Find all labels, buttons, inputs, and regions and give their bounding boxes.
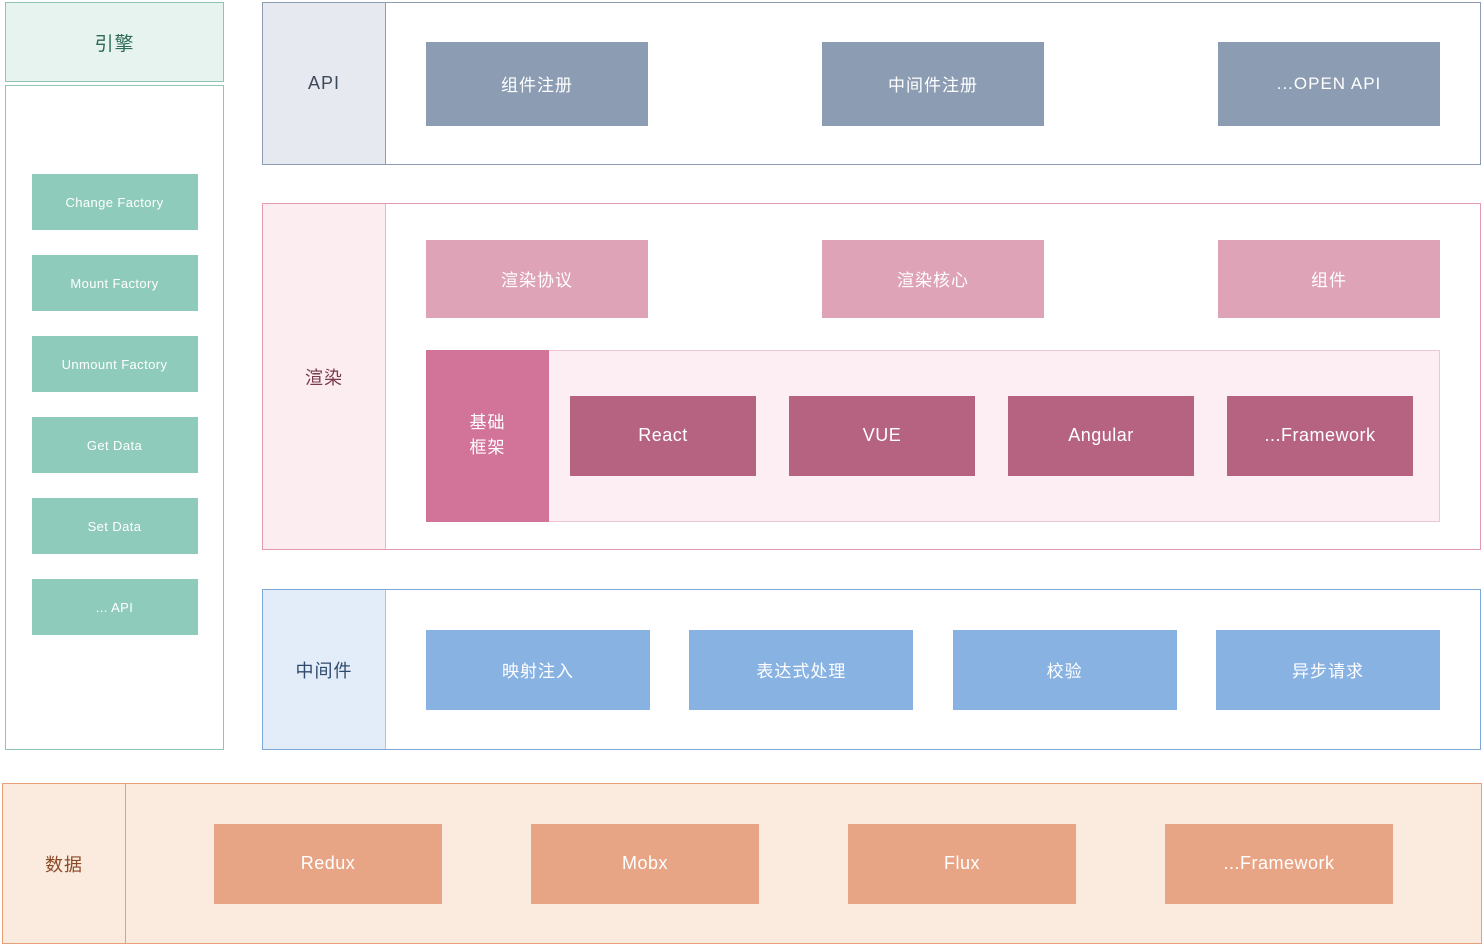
engine-item-label: Set Data xyxy=(87,518,142,534)
render-box-render-core[interactable]: 渲染核心 xyxy=(822,239,1044,318)
render-layer-content: 渲染协议 渲染核心 组件 基础 框架 xyxy=(386,204,1480,549)
data-box-redux[interactable]: Redux xyxy=(214,823,442,904)
api-box-middleware-register[interactable]: 中间件注册 xyxy=(822,41,1044,126)
middleware-box-mapping-injection[interactable]: 映射注入 xyxy=(426,629,650,710)
frameworks-list: React VUE Angular ...Framework xyxy=(548,351,1439,521)
data-layer-label: 数据 xyxy=(3,784,126,943)
middleware-box-label: 映射注入 xyxy=(502,662,574,681)
data-layer: 数据 Redux Mobx Flux ...Framework xyxy=(2,783,1482,944)
render-layer-label: 渲染 xyxy=(263,204,386,549)
framework-box-react[interactable]: React xyxy=(570,395,756,476)
render-box-label: 渲染协议 xyxy=(501,271,573,290)
engine-item-get-data[interactable]: Get Data xyxy=(31,417,198,473)
api-box-component-register[interactable]: 组件注册 xyxy=(426,41,648,126)
base-frameworks-panel: 基础 框架 React VUE Angular xyxy=(426,349,1440,522)
engine-item-unmount-factory[interactable]: Unmount Factory xyxy=(31,336,198,392)
middleware-box-validation[interactable]: 校验 xyxy=(952,629,1177,710)
render-items-row: 渲染协议 渲染核心 组件 xyxy=(386,239,1480,318)
middleware-layer-label: 中间件 xyxy=(263,590,386,749)
engine-item-label: Mount Factory xyxy=(70,275,159,291)
engine-item-set-data[interactable]: Set Data xyxy=(31,498,198,554)
engine-item-change-factory[interactable]: Change Factory xyxy=(31,174,198,230)
framework-box-label: React xyxy=(638,425,688,445)
api-box-label: 中间件注册 xyxy=(888,76,978,95)
api-box-label: 组件注册 xyxy=(501,76,573,95)
data-box-mobx[interactable]: Mobx xyxy=(531,823,759,904)
render-box-component[interactable]: 组件 xyxy=(1218,239,1440,318)
framework-box-more-framework[interactable]: ...Framework xyxy=(1227,395,1413,476)
framework-box-label: VUE xyxy=(862,425,902,445)
data-box-label: ...Framework xyxy=(1223,853,1335,873)
middleware-layer-content: 映射注入 表达式处理 校验 异步请求 xyxy=(386,590,1480,749)
data-box-flux[interactable]: Flux xyxy=(848,823,1076,904)
api-box-open-api[interactable]: ...OPEN API xyxy=(1218,41,1440,126)
data-layer-content: Redux Mobx Flux ...Framework xyxy=(126,784,1481,943)
data-box-label: Flux xyxy=(943,853,980,873)
render-box-label: 组件 xyxy=(1311,271,1347,290)
data-box-label: Mobx xyxy=(621,853,668,873)
api-layer-label: API xyxy=(263,3,386,164)
base-frameworks-label-line2: 框架 xyxy=(469,437,506,457)
data-items-row: Redux Mobx Flux ...Framework xyxy=(126,823,1481,904)
middleware-layer: 中间件 映射注入 表达式处理 校验 异步请求 xyxy=(262,589,1481,750)
render-box-render-protocol[interactable]: 渲染协议 xyxy=(426,239,648,318)
engine-item-mount-factory[interactable]: Mount Factory xyxy=(31,255,198,311)
engine-title: 引擎 xyxy=(5,2,224,82)
api-items-row: 组件注册 中间件注册 ...OPEN API xyxy=(386,41,1480,126)
framework-box-label: ...Framework xyxy=(1264,425,1376,445)
middleware-box-label: 表达式处理 xyxy=(756,662,847,681)
api-box-label: ...OPEN API xyxy=(1276,73,1382,93)
base-frameworks-label-line1: 基础 xyxy=(469,412,506,432)
data-box-label: Redux xyxy=(300,853,356,873)
middleware-items-row: 映射注入 表达式处理 校验 异步请求 xyxy=(386,629,1480,710)
middleware-box-label: 校验 xyxy=(1046,662,1083,681)
framework-box-vue[interactable]: VUE xyxy=(789,395,975,476)
engine-item-label: ... API xyxy=(95,599,134,615)
render-layer: 渲染 渲染协议 渲染核心 组件 基础 框架 xyxy=(262,203,1481,550)
engine-item-label: Get Data xyxy=(86,437,143,453)
api-layer-content: 组件注册 中间件注册 ...OPEN API xyxy=(386,3,1480,164)
render-box-label: 渲染核心 xyxy=(897,271,969,290)
middleware-box-async-request[interactable]: 异步请求 xyxy=(1215,629,1440,710)
framework-box-label: Angular xyxy=(1068,425,1134,445)
base-frameworks-label: 基础 框架 xyxy=(426,349,549,522)
data-box-more-framework[interactable]: ...Framework xyxy=(1165,823,1393,904)
engine-item-label: Change Factory xyxy=(65,194,164,210)
engine-items-list: Change Factory Mount Factory Unmount Fac… xyxy=(5,85,224,750)
engine-item-more-api[interactable]: ... API xyxy=(31,579,198,635)
engine-item-label: Unmount Factory xyxy=(61,356,168,372)
framework-box-angular[interactable]: Angular xyxy=(1008,395,1194,476)
middleware-box-label: 异步请求 xyxy=(1291,662,1364,681)
render-inner: 渲染协议 渲染核心 组件 基础 框架 xyxy=(386,204,1480,549)
middleware-box-expression-processing[interactable]: 表达式处理 xyxy=(689,629,914,710)
engine-column: 引擎 Change Factory Mount Factory Unmount … xyxy=(5,2,224,750)
api-layer: API 组件注册 中间件注册 ...OPEN API xyxy=(262,2,1481,165)
